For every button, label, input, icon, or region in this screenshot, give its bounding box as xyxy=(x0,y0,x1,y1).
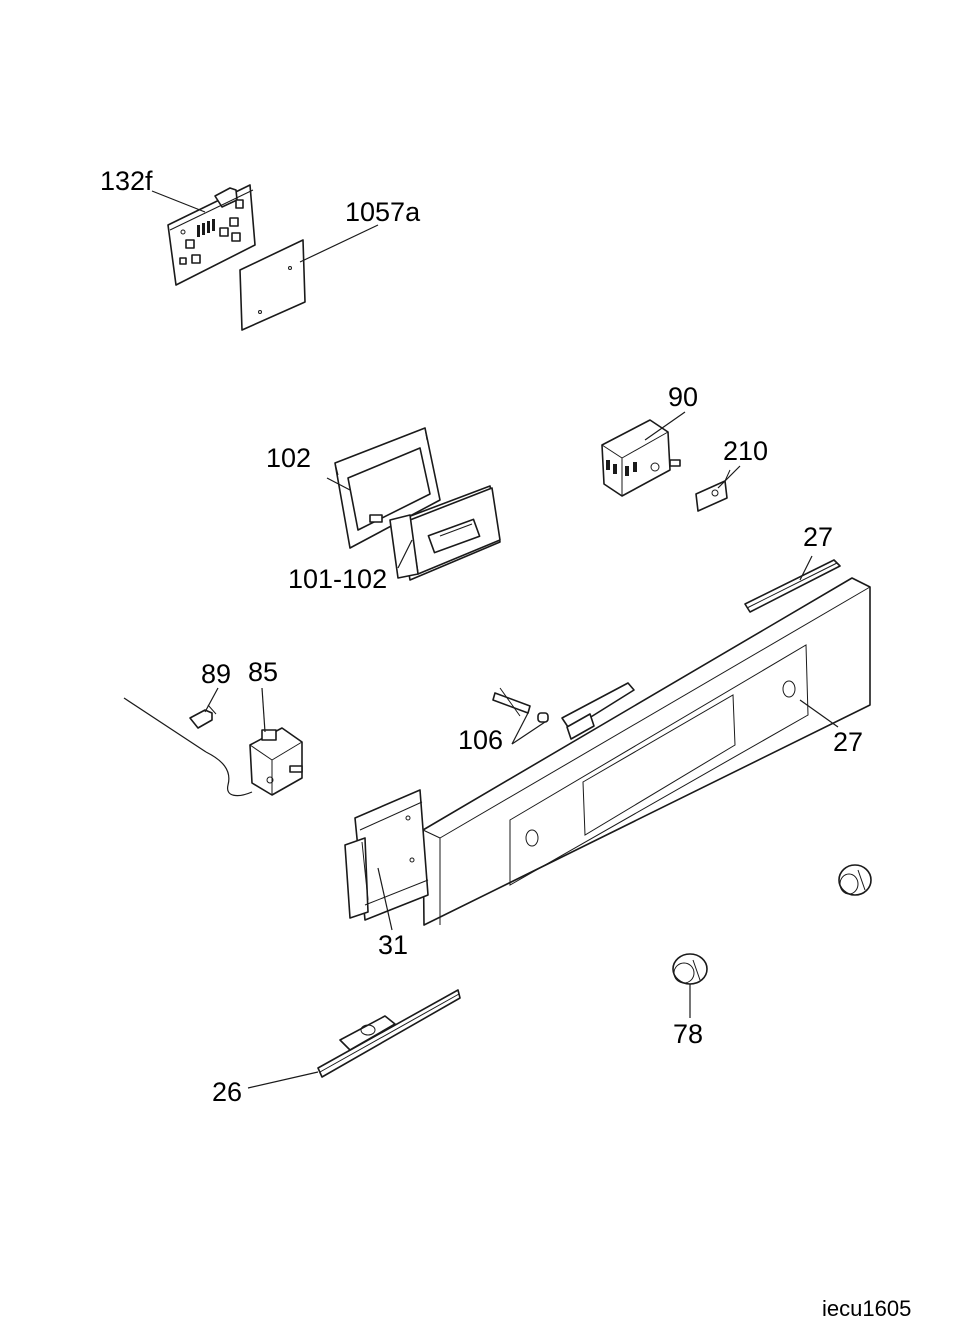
part-89-sensor-probe xyxy=(124,698,252,796)
label-1057a: 1057a xyxy=(345,197,421,227)
label-27-right: 27 xyxy=(833,727,863,757)
label-85: 85 xyxy=(248,657,278,687)
part-1057a-insulation-sheet xyxy=(240,240,305,330)
label-210: 210 xyxy=(723,436,768,466)
leader-lines xyxy=(152,191,838,1088)
part-26-trim-strip xyxy=(318,990,460,1077)
label-78: 78 xyxy=(673,1019,703,1049)
label-90: 90 xyxy=(668,382,698,412)
part-210-clip xyxy=(696,470,730,511)
part-90-selector-switch xyxy=(602,420,680,496)
label-31: 31 xyxy=(378,930,408,960)
part-78-knob xyxy=(673,954,707,984)
label-27-top: 27 xyxy=(803,522,833,552)
label-101-102: 101-102 xyxy=(288,564,387,594)
part-78-knob-right xyxy=(839,865,871,895)
diagram-reference-code: iecu1605 xyxy=(822,1296,911,1321)
label-26: 26 xyxy=(212,1077,242,1107)
label-102: 102 xyxy=(266,443,311,473)
label-106: 106 xyxy=(458,725,503,755)
part-31-side-bracket xyxy=(345,790,428,920)
label-89: 89 xyxy=(201,659,231,689)
part-85-thermostat xyxy=(250,728,302,795)
label-132f: 132f xyxy=(100,166,153,196)
